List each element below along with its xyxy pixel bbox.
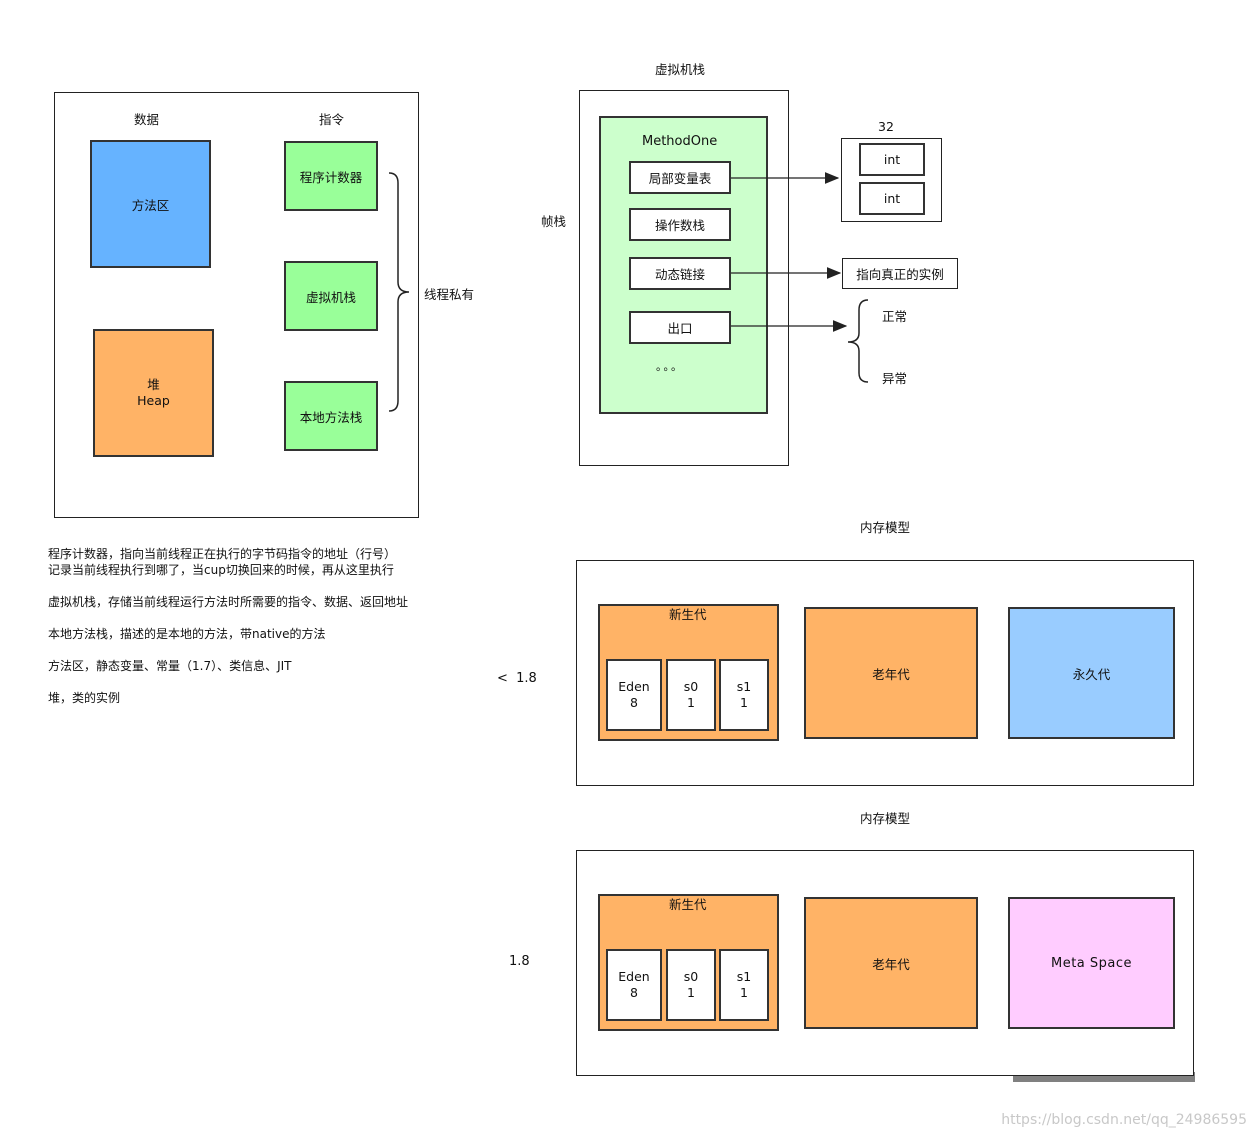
note-method-area: 方法区，静态变量、常量（1.7）、类信息、JIT xyxy=(48,659,292,673)
memory-model-2-title: 内存模型 xyxy=(860,811,911,826)
ellipsis: 。。。 xyxy=(656,360,684,373)
exit-box: 出口 xyxy=(629,311,731,344)
s0-box-2: s0 1 xyxy=(666,949,716,1021)
s1-box-1: s1 1 xyxy=(719,659,769,731)
method-area-label: 方法区 xyxy=(131,197,170,213)
meta-space-label: Meta Space xyxy=(1050,955,1133,971)
method-area-box: 方法区 xyxy=(90,140,211,268)
int-slot-1: int xyxy=(859,143,925,176)
young-gen-label-1: 新生代 xyxy=(669,607,707,622)
native-stack-label: 本地方法栈 xyxy=(299,409,363,425)
perm-gen-label: 永久代 xyxy=(1072,666,1111,682)
old-gen-box-2: 老年代 xyxy=(804,897,978,1029)
int-slot-2: int xyxy=(859,182,925,215)
note-heap: 堆，类的实例 xyxy=(48,691,121,705)
perm-gen-box: 永久代 xyxy=(1008,607,1175,739)
s1-box-2: s1 1 xyxy=(719,949,769,1021)
pc-register-box: 程序计数器 xyxy=(284,141,378,211)
local-vars-box: 局部变量表 xyxy=(629,161,731,194)
instance-pointer-label: 指向真正的实例 xyxy=(856,267,944,282)
normal-exit-label: 正常 xyxy=(882,309,908,324)
operand-stack-box: 操作数栈 xyxy=(629,208,731,241)
data-header: 数据 xyxy=(134,112,160,127)
young-gen-label-2: 新生代 xyxy=(669,897,707,912)
slot-size-label: 32 xyxy=(878,119,894,134)
memory-model-1-title: 内存模型 xyxy=(860,520,911,535)
dynamic-link-box: 动态链接 xyxy=(629,257,731,290)
pc-register-label: 程序计数器 xyxy=(299,169,363,185)
vm-stack-box: 虚拟机栈 xyxy=(284,261,378,331)
heap-box: 堆 Heap xyxy=(93,329,214,457)
note-pc-2: 记录当前线程执行到哪了，当cup切换回来的时候，再从这里执行 xyxy=(48,563,394,577)
exit-brace xyxy=(847,299,869,383)
memory-model-2-version: 1.8 xyxy=(509,954,530,969)
old-gen-label-2: 老年代 xyxy=(872,956,910,972)
eden-label-1: Eden 8 xyxy=(618,679,650,710)
memory-model-2-shadow xyxy=(1013,1072,1195,1082)
vm-stack-title: 虚拟机栈 xyxy=(655,62,706,77)
thread-private-label: 线程私有 xyxy=(424,287,475,302)
s0-label-2: s0 1 xyxy=(683,969,699,1000)
note-vm-stack: 虚拟机栈，存储当前线程运行方法时所需要的指令、数据、返回地址 xyxy=(48,595,409,609)
exit-label: 出口 xyxy=(667,321,693,336)
eden-box-1: Eden 8 xyxy=(606,659,662,731)
note-native-stack: 本地方法栈，描述的是本地的方法，带native的方法 xyxy=(48,627,326,641)
eden-box-2: Eden 8 xyxy=(606,949,662,1021)
int-slot-2-label: int xyxy=(883,191,901,206)
memory-model-1-version: < 1.8 xyxy=(497,671,537,686)
frame-stack-label: 帧栈 xyxy=(541,214,567,229)
operand-stack-label: 操作数栈 xyxy=(654,218,705,233)
method-name: MethodOne xyxy=(642,134,718,149)
abnormal-exit-label: 异常 xyxy=(882,371,908,386)
s0-label-1: s0 1 xyxy=(683,679,699,710)
instruction-header: 指令 xyxy=(319,112,345,127)
meta-space-box: Meta Space xyxy=(1008,897,1175,1029)
vm-stack-label: 虚拟机栈 xyxy=(305,289,356,305)
watermark: https://blog.csdn.net/qq_24986595 xyxy=(1001,1112,1247,1128)
native-stack-box: 本地方法栈 xyxy=(284,381,378,451)
int-slot-1-label: int xyxy=(883,152,901,167)
old-gen-label-1: 老年代 xyxy=(872,666,910,682)
s1-label-2: s1 1 xyxy=(736,969,752,1000)
dynamic-link-label: 动态链接 xyxy=(654,267,705,282)
old-gen-box-1: 老年代 xyxy=(804,607,978,739)
s1-label-1: s1 1 xyxy=(736,679,752,710)
s0-box-1: s0 1 xyxy=(666,659,716,731)
note-pc-1: 程序计数器，指向当前线程正在执行的字节码指令的地址（行号） xyxy=(48,547,397,561)
eden-label-2: Eden 8 xyxy=(618,969,650,1000)
instance-pointer-box: 指向真正的实例 xyxy=(842,258,958,289)
local-vars-label: 局部变量表 xyxy=(648,171,712,186)
heap-label: 堆 Heap xyxy=(137,377,170,408)
